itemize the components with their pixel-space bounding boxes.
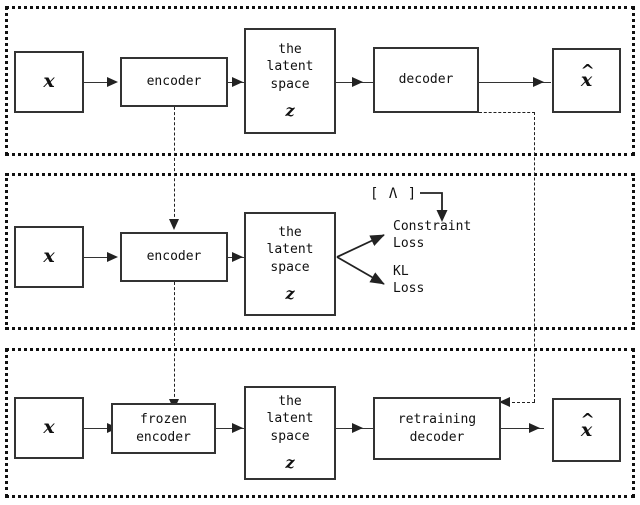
input-x-box: x [14,397,84,459]
hat-accent: ^ [580,410,595,431]
latent-space-box: the latent space z [244,386,336,480]
frozen-encoder-line-1: frozen [140,412,187,428]
encoder-box: encoder [120,57,228,107]
latent-line-3: space [270,76,310,92]
xhat-base: x [580,418,593,441]
kl-loss-line-1: KL [393,264,409,279]
latent-space-box: the latent space z [244,28,336,134]
arrowhead-latent-to-decoder [352,76,363,87]
constraint-loss-line-1: Constraint [393,219,472,234]
retraining-decoder-line-2: decoder [409,429,465,445]
input-x-box: x [14,51,84,113]
arrowhead-x-to-encoder [107,251,118,262]
connector-decoder-to-xhat [479,82,551,83]
x-symbol: x [43,245,55,268]
decoder-box: decoder [373,47,479,113]
frozen-encoder-box: frozen encoder [111,403,216,454]
z-symbol: z [285,283,295,303]
arrowhead-retraining-decoder-to-xhat [529,422,540,433]
input-x-box: x [14,226,84,288]
arrowhead-frozen-encoder-to-latent [232,422,243,433]
retraining-decoder-line-1: retraining [397,412,477,428]
z-symbol: z [285,452,295,472]
xhat-symbol: ^x [580,62,594,91]
panel-stage-1-autoencoder [5,6,635,156]
retraining-decoder-box: retraining decoder [373,397,501,460]
connector-x-to-encoder [84,82,109,83]
kl-loss-line-2: Loss [393,281,425,297]
panel-stage-2-latent-constraint [5,173,635,330]
dashed-encoder-weight-transfer-1 [174,107,175,222]
encoder-label: encoder [146,249,202,265]
latent-line-2: latent [266,242,314,258]
latent-line-3: space [270,428,310,444]
dashed-decoder-weight-arrival [507,402,535,403]
arrowhead-x-to-encoder [107,76,118,87]
dashed-decoder-weight-transfer-v [534,112,535,402]
x-symbol: x [43,70,55,93]
connector-retraining-decoder-to-xhat [501,428,544,429]
hat-accent: ^ [580,60,595,81]
lambda-hook-arrow [420,192,448,222]
arrowhead-latent-to-retraining-decoder [352,422,363,433]
output-xhat-box: ^x [552,48,621,113]
encoder-box: encoder [120,232,228,282]
loss-branch-arrows [336,234,385,285]
latent-line-3: space [270,259,310,275]
dashed-encoder-weight-transfer-2 [174,282,175,402]
arrowhead-encoder-transfer-stage2 [168,219,179,230]
panel-stage-3-decoder-retraining [5,348,635,498]
x-symbol: x [43,416,55,439]
output-xhat-box: ^x [552,398,621,462]
connector-x-to-encoder [84,257,109,258]
dashed-decoder-weight-transfer-h [479,112,535,113]
encoder-label: encoder [146,74,202,90]
latent-space-box: the latent space z [244,212,336,316]
arrowhead-decoder-weight-arrival [499,396,510,407]
arrowhead-encoder-to-latent [232,251,243,262]
latent-line-1: the [278,225,302,241]
xhat-symbol: ^x [580,412,594,441]
kl-loss-label: KL Loss [393,263,424,298]
z-symbol: z [285,100,295,120]
latent-line-1: the [278,42,302,58]
latent-line-2: latent [266,411,314,427]
connector-x-to-frozen-encoder [84,428,109,429]
arrowhead-encoder-to-latent [232,76,243,87]
latent-line-2: latent [266,59,314,75]
xhat-base: x [580,69,593,91]
latent-line-1: the [278,394,302,410]
frozen-encoder-line-2: encoder [136,429,191,445]
lambda-bracket-label: [ Λ ] [370,186,418,202]
arrowhead-decoder-to-xhat [533,76,544,87]
constraint-loss-label: Constraint Loss [393,218,471,253]
decoder-label: decoder [398,72,454,88]
constraint-loss-line-2: Loss [393,236,425,252]
